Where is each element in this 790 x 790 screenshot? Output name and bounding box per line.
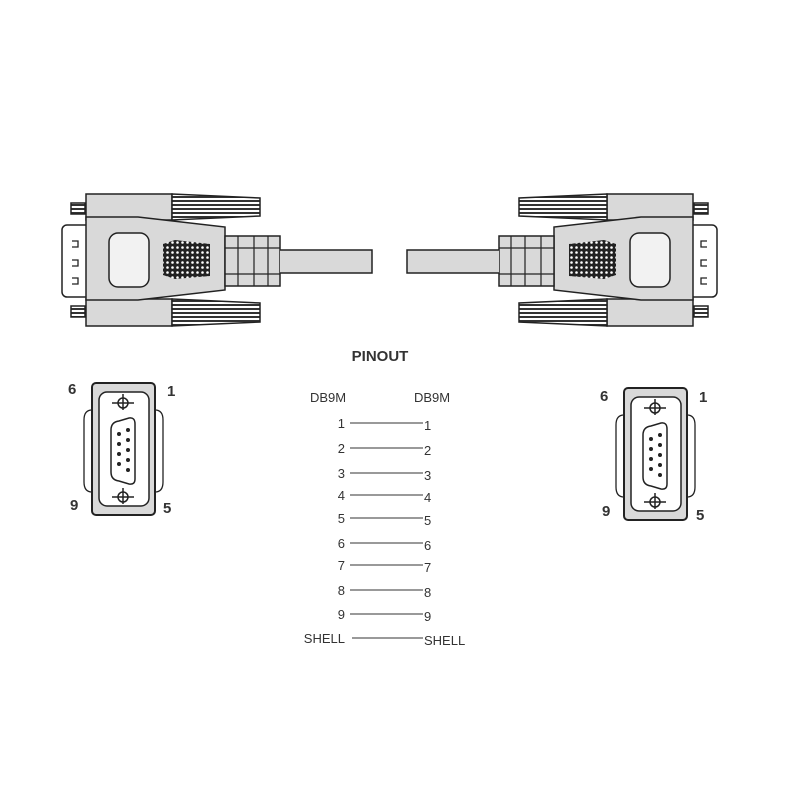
pin-left-label: SHELL [303, 631, 345, 646]
pin-right-label: 9 [424, 609, 432, 624]
face-right-label-5: 5 [696, 507, 705, 524]
pin-right-label: SHELL [424, 633, 466, 648]
pin-wires [350, 422, 423, 639]
pin-left-label: 7 [337, 558, 345, 573]
face-right-label-6: 6 [600, 388, 609, 405]
pin-left-label: 6 [337, 536, 345, 551]
pin-left-label: 3 [337, 466, 345, 481]
pin-right-label: 8 [424, 585, 432, 600]
left-connector-face-view [83, 382, 164, 516]
pin-left-label: 9 [337, 607, 345, 622]
face-left-label-5: 5 [163, 500, 172, 517]
pin-left-label: 8 [337, 583, 345, 598]
right-connector-side-view [406, 193, 718, 327]
right-connector-face-view [615, 387, 696, 521]
left-column-header: DB9M [310, 390, 347, 405]
pin-left-label: 2 [337, 441, 345, 456]
pin-right-label: 2 [424, 443, 432, 458]
pin-right-label: 6 [424, 538, 432, 553]
face-left-label-1: 1 [167, 383, 176, 400]
pin-left-label: 4 [337, 488, 345, 503]
pin-right-label: 4 [424, 490, 432, 505]
pin-right-label: 7 [424, 560, 432, 575]
face-right-label-9: 9 [602, 503, 611, 520]
left-connector-side-view [61, 193, 373, 327]
right-column-header: DB9M [414, 390, 451, 405]
face-right-label-1: 1 [699, 389, 708, 406]
pin-right-label: 3 [424, 468, 432, 483]
pin-right-label: 5 [424, 513, 432, 528]
pinout-title: PINOUT [351, 348, 409, 365]
pin-left-label: 1 [337, 416, 345, 431]
face-left-label-6: 6 [68, 381, 77, 398]
face-left-label-9: 9 [70, 497, 79, 514]
pin-left-label: 5 [337, 511, 345, 526]
pin-right-label: 1 [424, 418, 432, 433]
